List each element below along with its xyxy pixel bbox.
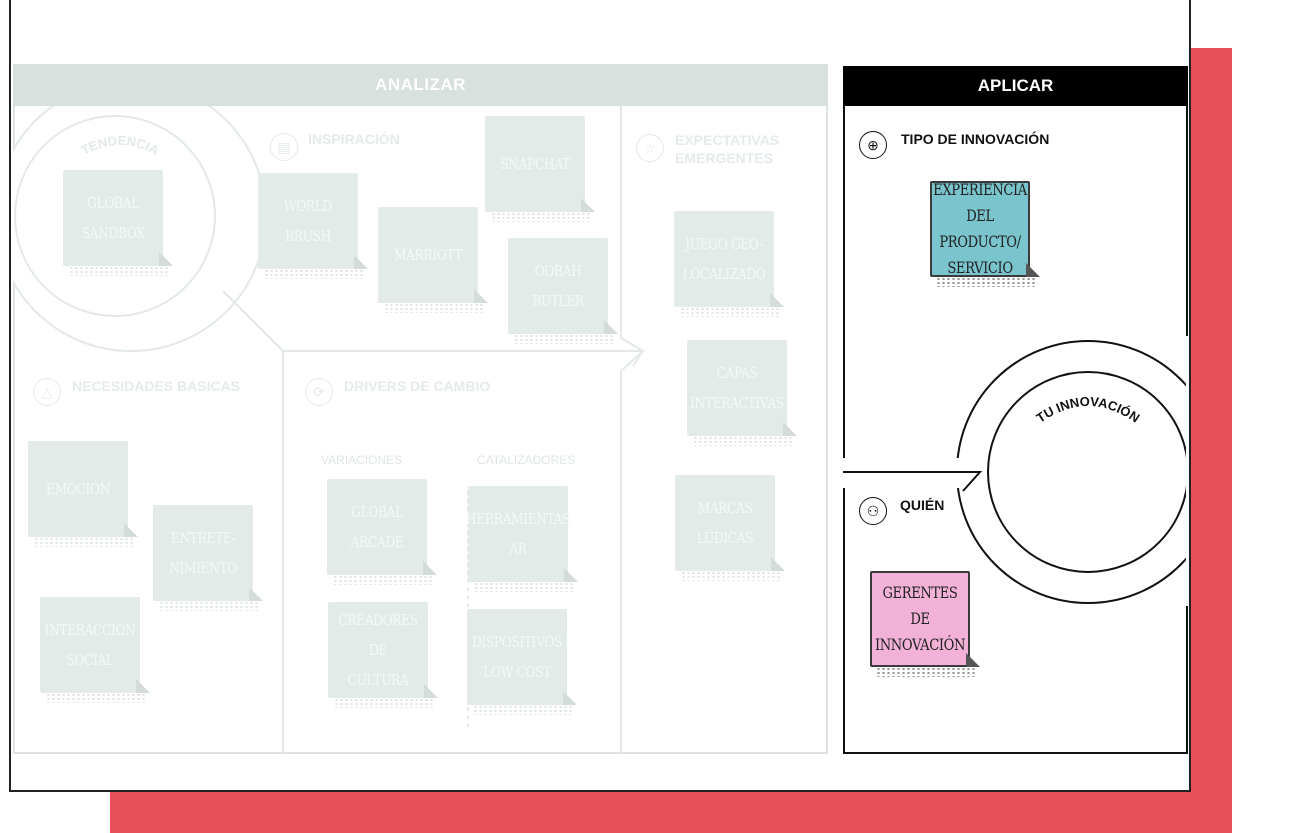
- star-icon: ☆: [636, 134, 664, 162]
- note-text: CREADORES DE CULTURA: [338, 611, 418, 689]
- variaciones-label: VARIACIONES: [321, 453, 403, 467]
- tendencia-label: TENDENCIA: [78, 133, 162, 158]
- expectativas-title: EXPECTATIVAS EMERGENTES: [675, 131, 779, 167]
- note-text: INTERACCIÓN SOCIAL: [44, 621, 136, 669]
- note-text: GERENTES DE INNOVACIÓN: [874, 583, 966, 654]
- sticky-note-experiencia-producto[interactable]: EXPERIENCIA DEL PRODUCTO/ SERVICIO: [930, 180, 1040, 287]
- sticky-note-marcas-ludicas: MARCAS LÚDICAS: [675, 475, 785, 581]
- sticky-note-snapchat: SNAPCHAT: [485, 116, 595, 222]
- cycle-icon: ⟳: [305, 378, 333, 406]
- note-text: WORLD BRUSH: [284, 197, 332, 245]
- note-text: HERRAMIENTAS AR: [465, 510, 571, 558]
- sticky-note-herramientas-ar: HERRAMIENTAS AR: [465, 486, 578, 592]
- catalizadores-label: CATALIZADORES: [477, 453, 576, 467]
- expectativas-title-line1: EXPECTATIVAS: [675, 132, 780, 148]
- analizar-header: ANALIZAR: [13, 64, 828, 106]
- target-icon: ⊕: [859, 131, 887, 159]
- note-text: EXPERIENCIA DEL PRODUCTO/ SERVICIO: [933, 180, 1027, 277]
- aplicar-dividers: [843, 336, 1188, 606]
- note-text: JUEGO GEO-LOCALIZADO: [682, 235, 766, 283]
- tu-innovacion-label: TU INNOVACIÓN: [1034, 394, 1143, 426]
- tipo-innovacion-title: TIPO DE INNOVACIÓN: [901, 131, 1050, 147]
- sticky-note-dispositivos-low-cost: DISPOSITIVOS LOW COST: [467, 609, 577, 715]
- drivers-title: DRIVERS DE CAMBIO: [344, 378, 491, 394]
- sticky-note-oobah-butler: OOBAH BUTLER: [508, 238, 618, 344]
- note-text: GLOBAL ARCADE: [350, 503, 404, 551]
- note-text: ENTRETE-NIMIENTO: [169, 529, 237, 577]
- sticky-note-world-brush: WORLD BRUSH: [258, 173, 368, 279]
- people-icon: ⚇: [859, 497, 887, 525]
- sticky-note-capas-interactivas: CAPAS INTERACTIVAS: [687, 340, 797, 446]
- sticky-note-global-arcade: GLOBAL ARCADE: [327, 479, 437, 585]
- note-text: SNAPCHAT: [500, 155, 570, 173]
- expectativas-title-line2: EMERGENTES: [675, 150, 774, 166]
- note-text: GLOBAL SANDBOX: [81, 194, 145, 242]
- necesidades-title: NECESIDADES BÁSICAS: [72, 378, 241, 394]
- aplicar-header: APLICAR: [843, 66, 1188, 106]
- sticky-note-emocion: EMOCIÓN: [28, 441, 138, 547]
- sticky-note-entretenimiento: ENTRETE-NIMIENTO: [153, 505, 263, 611]
- note-text: EMOCIÓN: [46, 480, 110, 498]
- sticky-note-marriott: MARRIOTT: [378, 207, 488, 313]
- document-icon: ▤: [270, 133, 298, 161]
- note-text: DISPOSITIVOS LOW COST: [471, 633, 563, 681]
- quien-title: QUIÉN: [900, 497, 945, 513]
- note-text: MARRIOTT: [393, 246, 463, 264]
- triangle-icon: △: [33, 378, 61, 406]
- inspiracion-title: INSPIRACIÓN: [308, 131, 400, 147]
- tendencia-label-text: TENDENCIA: [78, 133, 162, 158]
- sticky-note-creadores-de-cultura: CREADORES DE CULTURA: [328, 602, 438, 708]
- sticky-note-global-sandbox: GLOBAL SANDBOX: [63, 170, 173, 276]
- sticky-note-gerentes-innovacion[interactable]: GERENTES DE INNOVACIÓN: [870, 571, 980, 677]
- note-text: MARCAS LÚDICAS: [696, 499, 754, 547]
- tu-innovacion-text: TU INNOVACIÓN: [1034, 394, 1143, 426]
- sticky-note-juego-geolocalizado: JUEGO GEO-LOCALIZADO: [674, 211, 784, 317]
- svg-text:TENDENCIA: TENDENCIA: [78, 133, 162, 158]
- svg-text:TU INNOVACIÓN: TU INNOVACIÓN: [1034, 394, 1143, 426]
- sticky-note-interaccion-social: INTERACCIÓN SOCIAL: [40, 597, 150, 703]
- note-text: CAPAS INTERACTIVAS: [690, 364, 784, 412]
- note-text: OOBAH BUTLER: [532, 262, 584, 310]
